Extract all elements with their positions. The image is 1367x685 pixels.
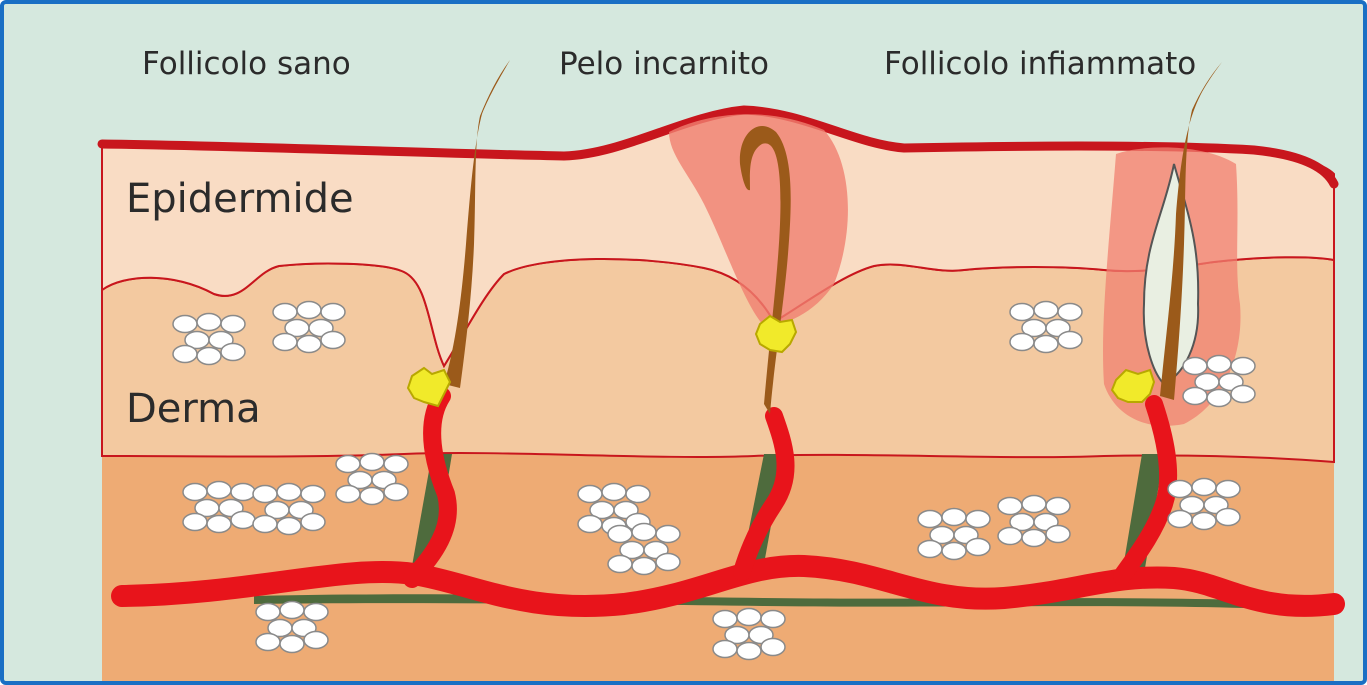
fat-cell bbox=[297, 302, 321, 319]
fat-cell bbox=[1046, 526, 1070, 543]
fat-cell bbox=[277, 518, 301, 535]
fat-cell bbox=[207, 482, 231, 499]
fat-cell bbox=[173, 316, 197, 333]
label-healthy-follicle: Follicolo sano bbox=[142, 46, 351, 82]
fat-cell bbox=[273, 304, 297, 321]
fat-cell bbox=[737, 643, 761, 660]
fat-cell bbox=[1022, 530, 1046, 547]
fat-cell bbox=[998, 498, 1022, 515]
fat-cell bbox=[761, 611, 785, 628]
fat-cell bbox=[761, 639, 785, 656]
fat-cell bbox=[918, 511, 942, 528]
fat-cell bbox=[918, 541, 942, 558]
fat-cell bbox=[1207, 390, 1231, 407]
fat-cell bbox=[1022, 496, 1046, 513]
fat-cell bbox=[1207, 356, 1231, 373]
fat-cell bbox=[1192, 513, 1216, 530]
fat-cell bbox=[297, 336, 321, 353]
fat-cell bbox=[998, 528, 1022, 545]
fat-cell bbox=[173, 346, 197, 363]
fat-cell bbox=[197, 314, 221, 331]
fat-cell bbox=[966, 511, 990, 528]
fat-cell bbox=[321, 332, 345, 349]
fat-cell bbox=[942, 543, 966, 560]
fat-cell bbox=[713, 611, 737, 628]
fat-cell bbox=[1183, 388, 1207, 405]
fat-cell bbox=[1034, 336, 1058, 353]
fat-cell bbox=[301, 514, 325, 531]
fat-cell bbox=[578, 516, 602, 533]
fat-cell bbox=[1010, 304, 1034, 321]
fat-cell bbox=[231, 512, 255, 529]
fat-cell bbox=[632, 558, 656, 575]
label-ingrown-hair: Pelo incarnito bbox=[559, 46, 769, 82]
fat-cell bbox=[360, 454, 384, 471]
label-dermis: Derma bbox=[126, 386, 261, 432]
fat-cell bbox=[221, 344, 245, 361]
fat-cell bbox=[1046, 498, 1070, 515]
fat-cell bbox=[384, 456, 408, 473]
fat-cell bbox=[253, 516, 277, 533]
fat-cell bbox=[304, 632, 328, 649]
fat-cell bbox=[384, 484, 408, 501]
fat-cell bbox=[608, 556, 632, 573]
fat-cell bbox=[277, 484, 301, 501]
fat-cell bbox=[183, 514, 207, 531]
fat-cell bbox=[713, 641, 737, 658]
fat-cell bbox=[602, 484, 626, 501]
fat-cell bbox=[656, 526, 680, 543]
fat-cell bbox=[1216, 481, 1240, 498]
label-inflamed-follicle: Follicolo infiammato bbox=[884, 46, 1196, 82]
fat-cell bbox=[1231, 358, 1255, 375]
fat-cell bbox=[578, 486, 602, 503]
fat-cell bbox=[1168, 481, 1192, 498]
fat-cell bbox=[336, 486, 360, 503]
fat-cell bbox=[304, 604, 328, 621]
fat-cell bbox=[1168, 511, 1192, 528]
fat-cell bbox=[1183, 358, 1207, 375]
fat-cell bbox=[301, 486, 325, 503]
fat-cell bbox=[231, 484, 255, 501]
fat-cell bbox=[273, 334, 297, 351]
fat-cell bbox=[221, 316, 245, 333]
skin-diagram: Follicolo sano Pelo incarnito Follicolo … bbox=[4, 4, 1367, 685]
label-epidermis: Epidermide bbox=[126, 176, 354, 222]
fat-cell bbox=[632, 524, 656, 541]
fat-cell bbox=[626, 486, 650, 503]
fat-cell bbox=[321, 304, 345, 321]
fat-cell bbox=[256, 634, 280, 651]
fat-cell bbox=[280, 602, 304, 619]
fat-cell bbox=[1192, 479, 1216, 496]
fat-cell bbox=[360, 488, 384, 505]
fat-cell bbox=[966, 539, 990, 556]
fat-cell bbox=[656, 554, 680, 571]
fat-cell bbox=[280, 636, 304, 653]
fat-cell bbox=[256, 604, 280, 621]
fat-cell bbox=[1058, 332, 1082, 349]
fat-cell bbox=[1231, 386, 1255, 403]
fat-cell bbox=[183, 484, 207, 501]
fat-cell bbox=[1058, 304, 1082, 321]
fat-cell bbox=[1010, 334, 1034, 351]
fat-cell bbox=[737, 609, 761, 626]
fat-cell bbox=[608, 526, 632, 543]
fat-cell bbox=[253, 486, 277, 503]
fat-cell bbox=[942, 509, 966, 526]
fat-cell bbox=[197, 348, 221, 365]
fat-cell bbox=[1034, 302, 1058, 319]
fat-cell bbox=[1216, 509, 1240, 526]
fat-cell bbox=[336, 456, 360, 473]
fat-cell bbox=[207, 516, 231, 533]
